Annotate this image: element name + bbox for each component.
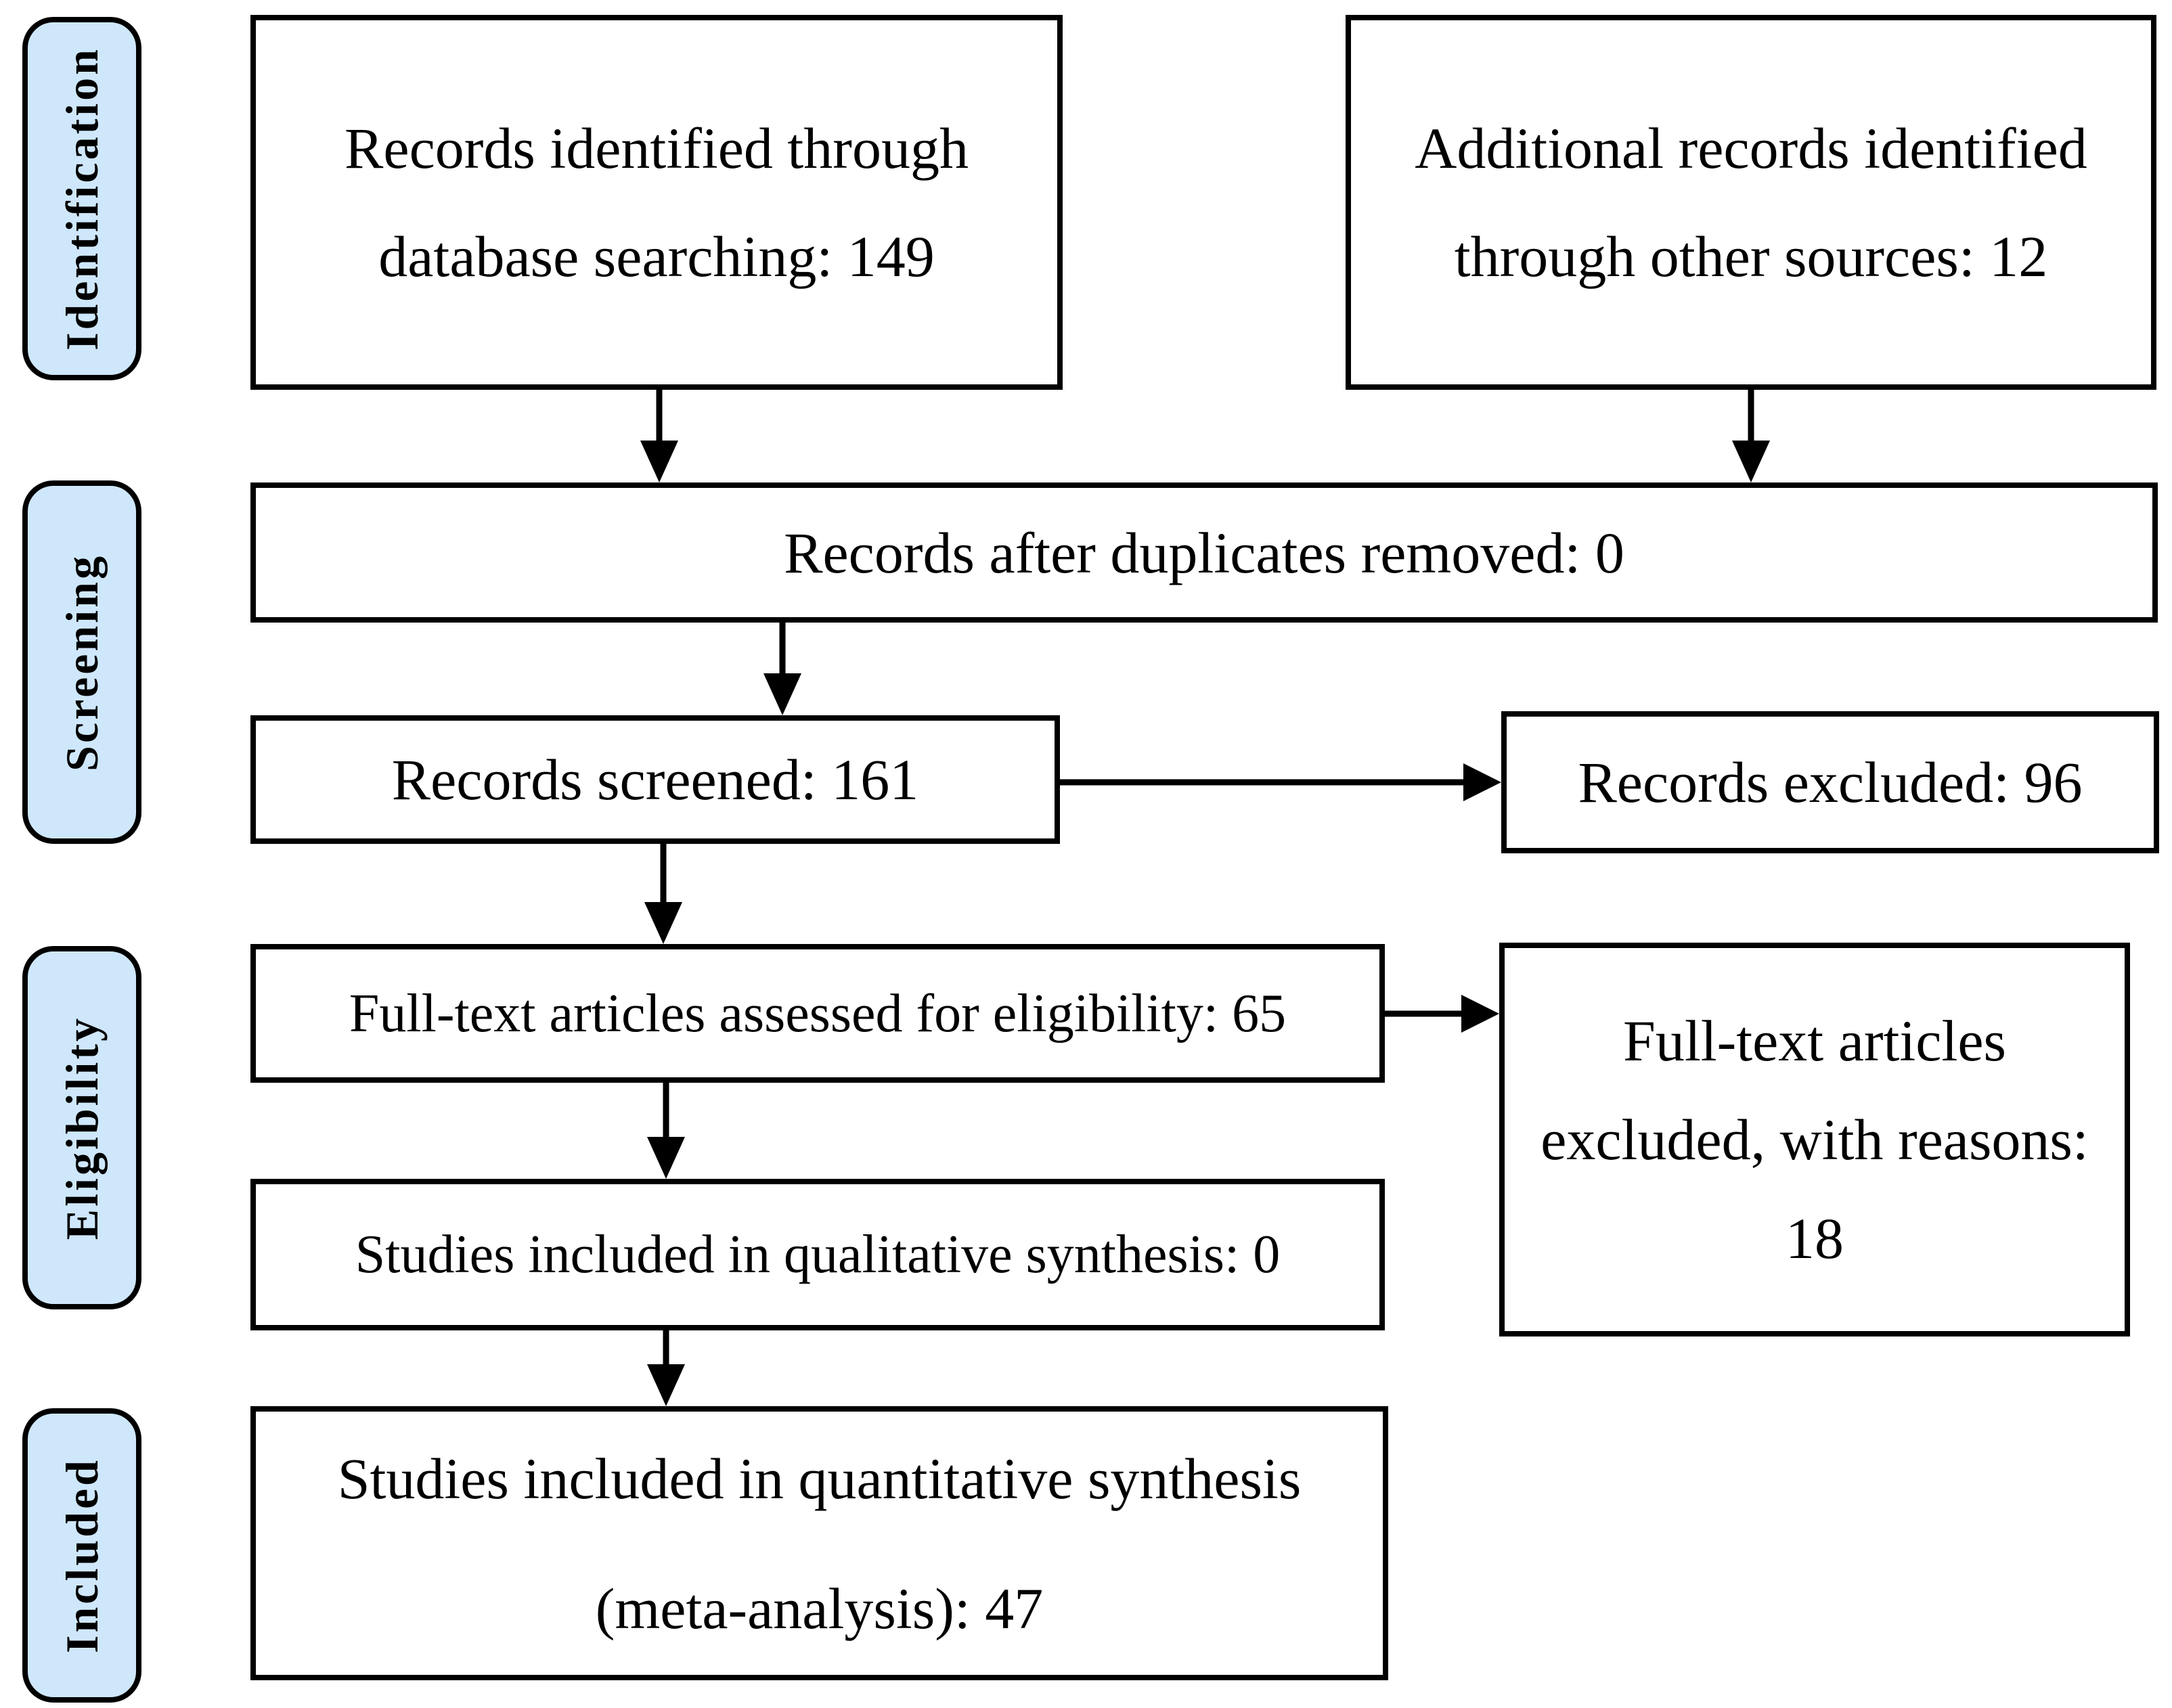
arrowhead-down-icon xyxy=(640,441,678,482)
box-qualitative-synthesis-line-1: Studies included in qualitative synthesi… xyxy=(355,1225,1281,1284)
arrow-shaft xyxy=(663,1330,669,1367)
box-fulltext-excluded-line-1: Full-text articles xyxy=(1622,1008,2006,1073)
box-fulltext-excluded-line-3: 18 xyxy=(1786,1206,1844,1271)
arrow-records-identified-to-duplicates-removed xyxy=(640,390,678,482)
box-records-identified: Records identified through database sear… xyxy=(250,15,1063,390)
box-records-identified-line-1: Records identified through xyxy=(345,116,969,181)
arrow-qualitative-to-quantitative-synthesis xyxy=(647,1330,685,1406)
arrowhead-right-icon xyxy=(1463,763,1501,801)
stage-label-included-text: Included xyxy=(56,1458,108,1653)
arrow-shaft xyxy=(663,1083,669,1140)
arrowhead-down-icon xyxy=(1732,441,1770,482)
box-quantitative-synthesis-line-2: (meta-analysis): 47 xyxy=(595,1575,1044,1641)
arrow-additional-records-to-duplicates-removed xyxy=(1732,390,1770,482)
arrow-shaft xyxy=(1385,1010,1464,1017)
arrow-records-screened-to-fulltext-assessed xyxy=(644,844,682,944)
arrow-shaft xyxy=(660,844,667,905)
box-records-screened: Records screened: 161 xyxy=(250,715,1060,844)
stage-label-screening: Screening xyxy=(22,480,141,844)
stage-label-eligibility-text: Eligibility xyxy=(56,1015,108,1240)
arrow-shaft xyxy=(656,390,663,443)
stage-label-eligibility: Eligibility xyxy=(22,946,141,1309)
box-fulltext-excluded: Full-text articles excluded, with reason… xyxy=(1499,943,2130,1336)
arrow-shaft xyxy=(1060,779,1466,786)
stage-label-included: Included xyxy=(22,1408,141,1703)
box-additional-records-line-2: through other sources: 12 xyxy=(1454,224,2048,289)
arrow-fulltext-assessed-to-qualitative-synthesis xyxy=(647,1083,685,1179)
box-fulltext-assessed-line-1: Full-text articles assessed for eligibil… xyxy=(349,983,1287,1043)
stage-label-identification-text: Identification xyxy=(56,47,108,351)
box-duplicates-removed: Records after duplicates removed: 0 xyxy=(250,482,2158,623)
stage-label-identification: Identification xyxy=(22,17,141,380)
arrowhead-down-icon xyxy=(763,673,801,715)
box-qualitative-synthesis: Studies included in qualitative synthesi… xyxy=(250,1179,1385,1330)
box-records-excluded: Records excluded: 96 xyxy=(1501,711,2159,853)
arrowhead-right-icon xyxy=(1461,995,1499,1033)
arrow-records-screened-to-records-excluded xyxy=(1060,763,1501,801)
box-fulltext-excluded-line-2: excluded, with reasons: xyxy=(1541,1107,2089,1172)
box-duplicates-removed-line-1: Records after duplicates removed: 0 xyxy=(784,520,1624,585)
arrow-fulltext-assessed-to-fulltext-excluded xyxy=(1385,995,1499,1033)
arrowhead-down-icon xyxy=(647,1364,685,1406)
arrow-duplicates-removed-to-records-screened xyxy=(763,623,801,715)
box-records-identified-line-2: database searching: 149 xyxy=(378,224,935,289)
box-records-screened-line-1: Records screened: 161 xyxy=(391,747,919,812)
box-additional-records-line-1: Additional records identified xyxy=(1415,116,2087,181)
box-quantitative-synthesis: Studies included in quantitative synthes… xyxy=(250,1406,1388,1680)
arrowhead-down-icon xyxy=(647,1137,685,1179)
arrowhead-down-icon xyxy=(644,902,682,944)
stage-label-screening-text: Screening xyxy=(56,553,108,771)
box-additional-records: Additional records identified through ot… xyxy=(1346,15,2156,390)
box-records-excluded-line-1: Records excluded: 96 xyxy=(1578,750,2083,815)
box-quantitative-synthesis-line-1: Studies included in quantitative synthes… xyxy=(337,1445,1302,1511)
arrow-shaft xyxy=(1748,390,1754,443)
arrow-shaft xyxy=(779,623,786,676)
box-fulltext-assessed: Full-text articles assessed for eligibil… xyxy=(250,944,1385,1083)
